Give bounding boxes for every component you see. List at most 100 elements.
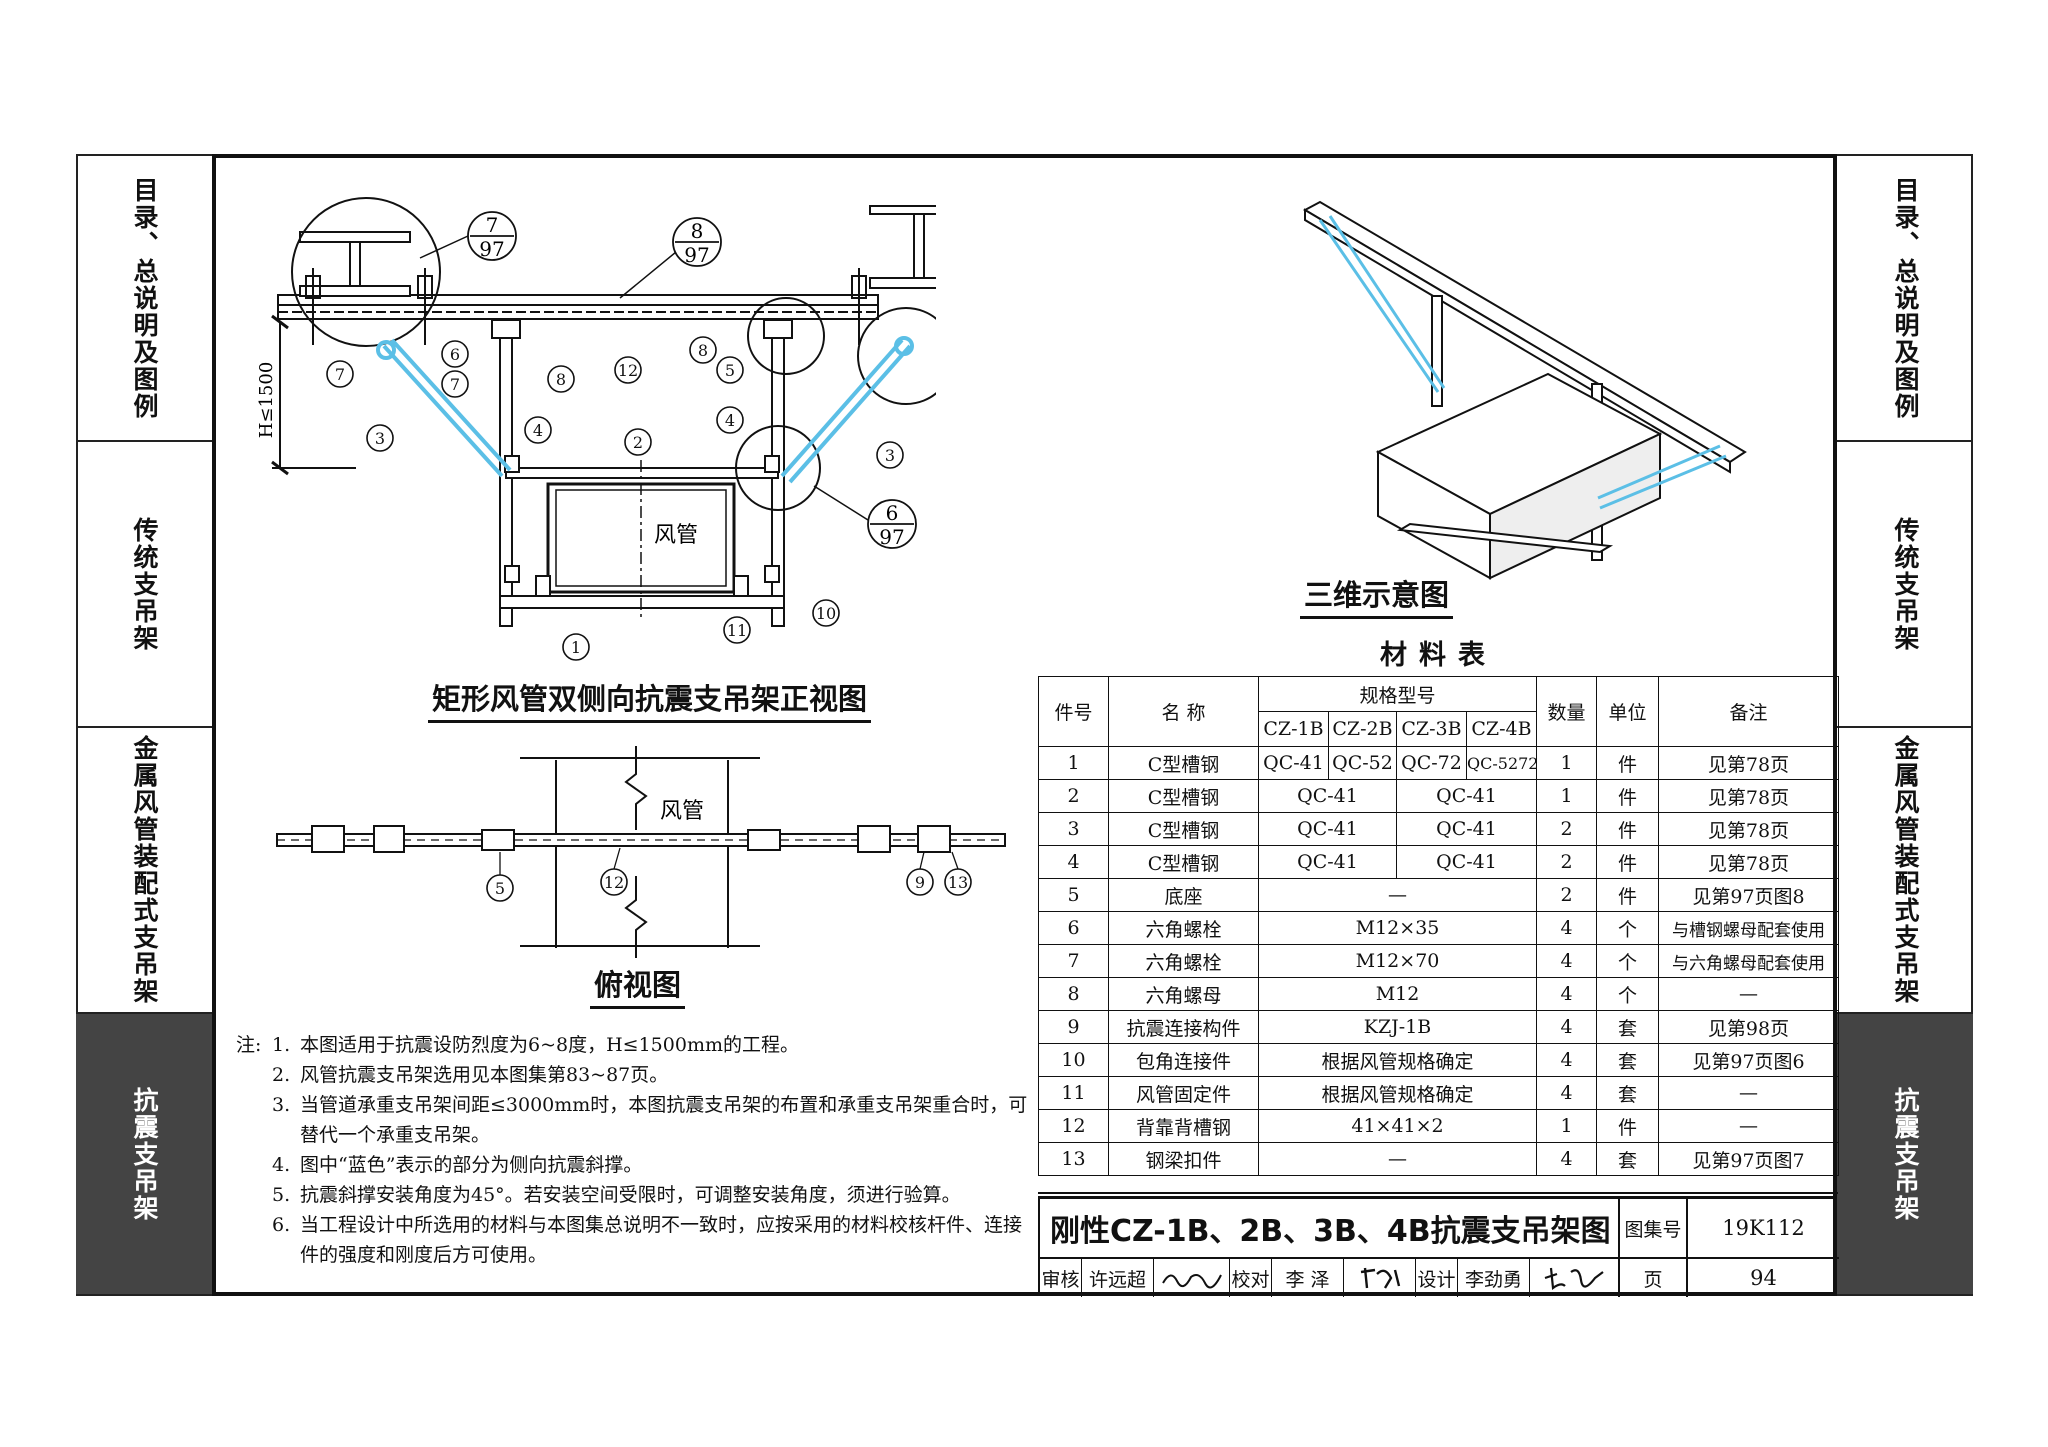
cell-unit: 件 <box>1596 812 1660 846</box>
right-tab-label: 传统支吊架 <box>1891 516 1920 652</box>
left-tab-label: 抗震支吊架 <box>130 1086 159 1222</box>
note-item: 4.图中“蓝色”表示的部分为侧向抗震斜撑。 <box>236 1150 1036 1180</box>
cell-name: C型槽钢 <box>1108 746 1259 780</box>
atlas-number: 19K112 <box>1722 1216 1805 1240</box>
detail-ref-bottom: 97 <box>479 237 504 261</box>
plan-callout-9: 9 <box>915 873 925 892</box>
cell-qty: 4 <box>1536 1076 1598 1110</box>
table-subheader-row: CZ-1B CZ-2B CZ-3B CZ-4B <box>1039 711 1839 747</box>
designer-name: 李劲勇 <box>1458 1259 1530 1297</box>
note-number: 1. <box>272 1034 291 1056</box>
cell-unit: 套 <box>1596 1043 1660 1077</box>
callout-2: 2 <box>633 433 643 452</box>
cell-remark: 见第78页 <box>1658 812 1840 846</box>
cell-no: 1 <box>1038 746 1109 780</box>
cell-qty: 4 <box>1536 1142 1598 1176</box>
cell-remark: — <box>1658 1076 1840 1110</box>
plan-view-drawing: 5 12 9 13 风管 <box>276 746 1006 958</box>
cell-unit: 套 <box>1596 1010 1660 1044</box>
cell-remark: 与六角螺母配套使用 <box>1658 944 1840 978</box>
right-tab-label: 目录、总说明及图例 <box>1891 176 1920 420</box>
cell-remark: 见第98页 <box>1658 1010 1840 1044</box>
callout-12: 12 <box>618 361 638 380</box>
callout-8: 8 <box>698 341 708 360</box>
cell-spec: 41×41×2 <box>1257 1109 1538 1143</box>
cell-unit: 件 <box>1596 845 1660 879</box>
callout-5: 5 <box>725 361 735 380</box>
cell-qty: 4 <box>1536 911 1598 945</box>
cell-spec: QC-72 <box>1396 746 1467 780</box>
right-tab-label: 金属风管装配式支吊架 <box>1891 735 1920 1005</box>
cell-unit: 个 <box>1596 911 1660 945</box>
table-row: 2 C型槽钢 QC-41 QC-41 1 件 见第78页 <box>1038 779 1840 813</box>
detail-ref-bottom: 97 <box>684 243 709 267</box>
note-item: 5.抗震斜撑安装角度为45°。若安装空间受限时，可调整安装角度，须进行验算。 <box>236 1180 1036 1210</box>
plan-callout-12: 12 <box>604 873 624 892</box>
cell-remark: 见第97页图8 <box>1658 878 1840 912</box>
cell-unit: 个 <box>1596 944 1660 978</box>
note-item: 注: 1. 本图适用于抗震设防烈度为6~8度，H≤1500mm的工程。 <box>236 1030 1036 1060</box>
cell-spec: M12×35 <box>1257 911 1538 945</box>
table-row: 1 C型槽钢 QC-41 QC-52 QC-72 QC-5272S 1 件 见第… <box>1038 746 1840 780</box>
cell-spec: — <box>1257 878 1538 912</box>
notes-lead: 注: <box>236 1034 262 1056</box>
cell-qty: 2 <box>1536 878 1598 912</box>
note-item: 3.当管道承重支吊架间距≤3000mm时，本图抗震支吊架的布置和承重支吊架重合时… <box>236 1090 1036 1150</box>
cell-spec: QC-41 <box>1258 779 1397 813</box>
cell-qty: 1 <box>1536 1109 1598 1143</box>
left-tab-catalog[interactable]: 目录、总说明及图例 <box>76 156 212 442</box>
left-tab-seismic[interactable]: 抗震支吊架 <box>76 1014 212 1294</box>
note-text: 图中“蓝色”表示的部分为侧向抗震斜撑。 <box>300 1154 643 1176</box>
note-number: 3. <box>272 1094 291 1116</box>
callout-7: 7 <box>450 375 460 394</box>
left-tab-metal-duct[interactable]: 金属风管装配式支吊架 <box>76 728 212 1014</box>
header-qty: 数量 <box>1536 676 1598 747</box>
title-block-divider <box>1040 1257 1839 1259</box>
cell-spec: QC-41 <box>1395 779 1538 813</box>
cell-spec: KZJ-1B <box>1257 1010 1538 1044</box>
note-item: 2.风管抗震支吊架选用见本图集第83~87页。 <box>236 1060 1036 1090</box>
right-tab-seismic[interactable]: 抗震支吊架 <box>1837 1014 1973 1294</box>
header-spec-col: CZ-1B <box>1258 711 1329 747</box>
header-name: 名 称 <box>1108 676 1259 747</box>
cell-qty: 4 <box>1536 944 1598 978</box>
cell-spec: QC-5272S <box>1465 746 1538 780</box>
left-tab-label: 金属风管装配式支吊架 <box>130 735 159 1005</box>
design-label: 设计 <box>1416 1259 1458 1297</box>
table-row: 10 包角连接件 根据风管规格确定 4 套 见第97页图6 <box>1038 1043 1840 1077</box>
iso-view-drawing <box>1302 200 1747 580</box>
cell-no: 2 <box>1038 779 1109 813</box>
note-text: 当工程设计中所选用的材料与本图集总说明不一致时，应按采用的材料校核杆件、连接件的… <box>300 1214 1023 1266</box>
material-table: 件号 名 称 规格型号 数量 单位 备注 CZ-1B CZ-2B CZ-3B C… <box>1038 676 1840 1176</box>
right-tab-traditional[interactable]: 传统支吊架 <box>1837 442 1973 728</box>
plan-callout-13: 13 <box>948 873 968 892</box>
note-text: 本图适用于抗震设防烈度为6~8度，H≤1500mm的工程。 <box>300 1034 799 1056</box>
cell-spec: QC-41 <box>1258 812 1397 846</box>
cell-spec: M12 <box>1257 977 1538 1011</box>
cell-remark: 见第97页图7 <box>1658 1142 1840 1176</box>
cell-no: 6 <box>1038 911 1109 945</box>
table-row: 7 六角螺栓 M12×70 4 个 与六角螺母配套使用 <box>1038 944 1840 978</box>
cell-name: 六角螺母 <box>1108 977 1259 1011</box>
left-tab-label: 传统支吊架 <box>130 516 159 652</box>
cell-spec: QC-41 <box>1395 812 1538 846</box>
right-tab-catalog[interactable]: 目录、总说明及图例 <box>1837 156 1973 442</box>
cell-qty: 1 <box>1536 746 1598 780</box>
callout-3: 3 <box>375 429 385 448</box>
cell-no: 7 <box>1038 944 1109 978</box>
general-notes: 注: 1. 本图适用于抗震设防烈度为6~8度，H≤1500mm的工程。 2.风管抗震… <box>236 1030 1036 1270</box>
front-view-title: 矩形风管双侧向抗震支吊架正视图 <box>428 676 872 723</box>
cell-name: 钢梁扣件 <box>1108 1142 1259 1176</box>
header-remark: 备注 <box>1658 676 1840 747</box>
left-tab-traditional[interactable]: 传统支吊架 <box>76 442 212 728</box>
reviewer-signature <box>1154 1259 1230 1297</box>
cell-remark: — <box>1658 1109 1840 1143</box>
cell-no: 4 <box>1038 845 1109 879</box>
callout-6: 6 <box>450 345 460 364</box>
right-tab-metal-duct[interactable]: 金属风管装配式支吊架 <box>1837 728 1973 1014</box>
cell-name: 六角螺栓 <box>1108 911 1259 945</box>
page-label: 页 <box>1620 1259 1688 1297</box>
cell-no: 10 <box>1038 1043 1109 1077</box>
cell-name: 风管固定件 <box>1108 1076 1259 1110</box>
cell-name: C型槽钢 <box>1108 845 1259 879</box>
